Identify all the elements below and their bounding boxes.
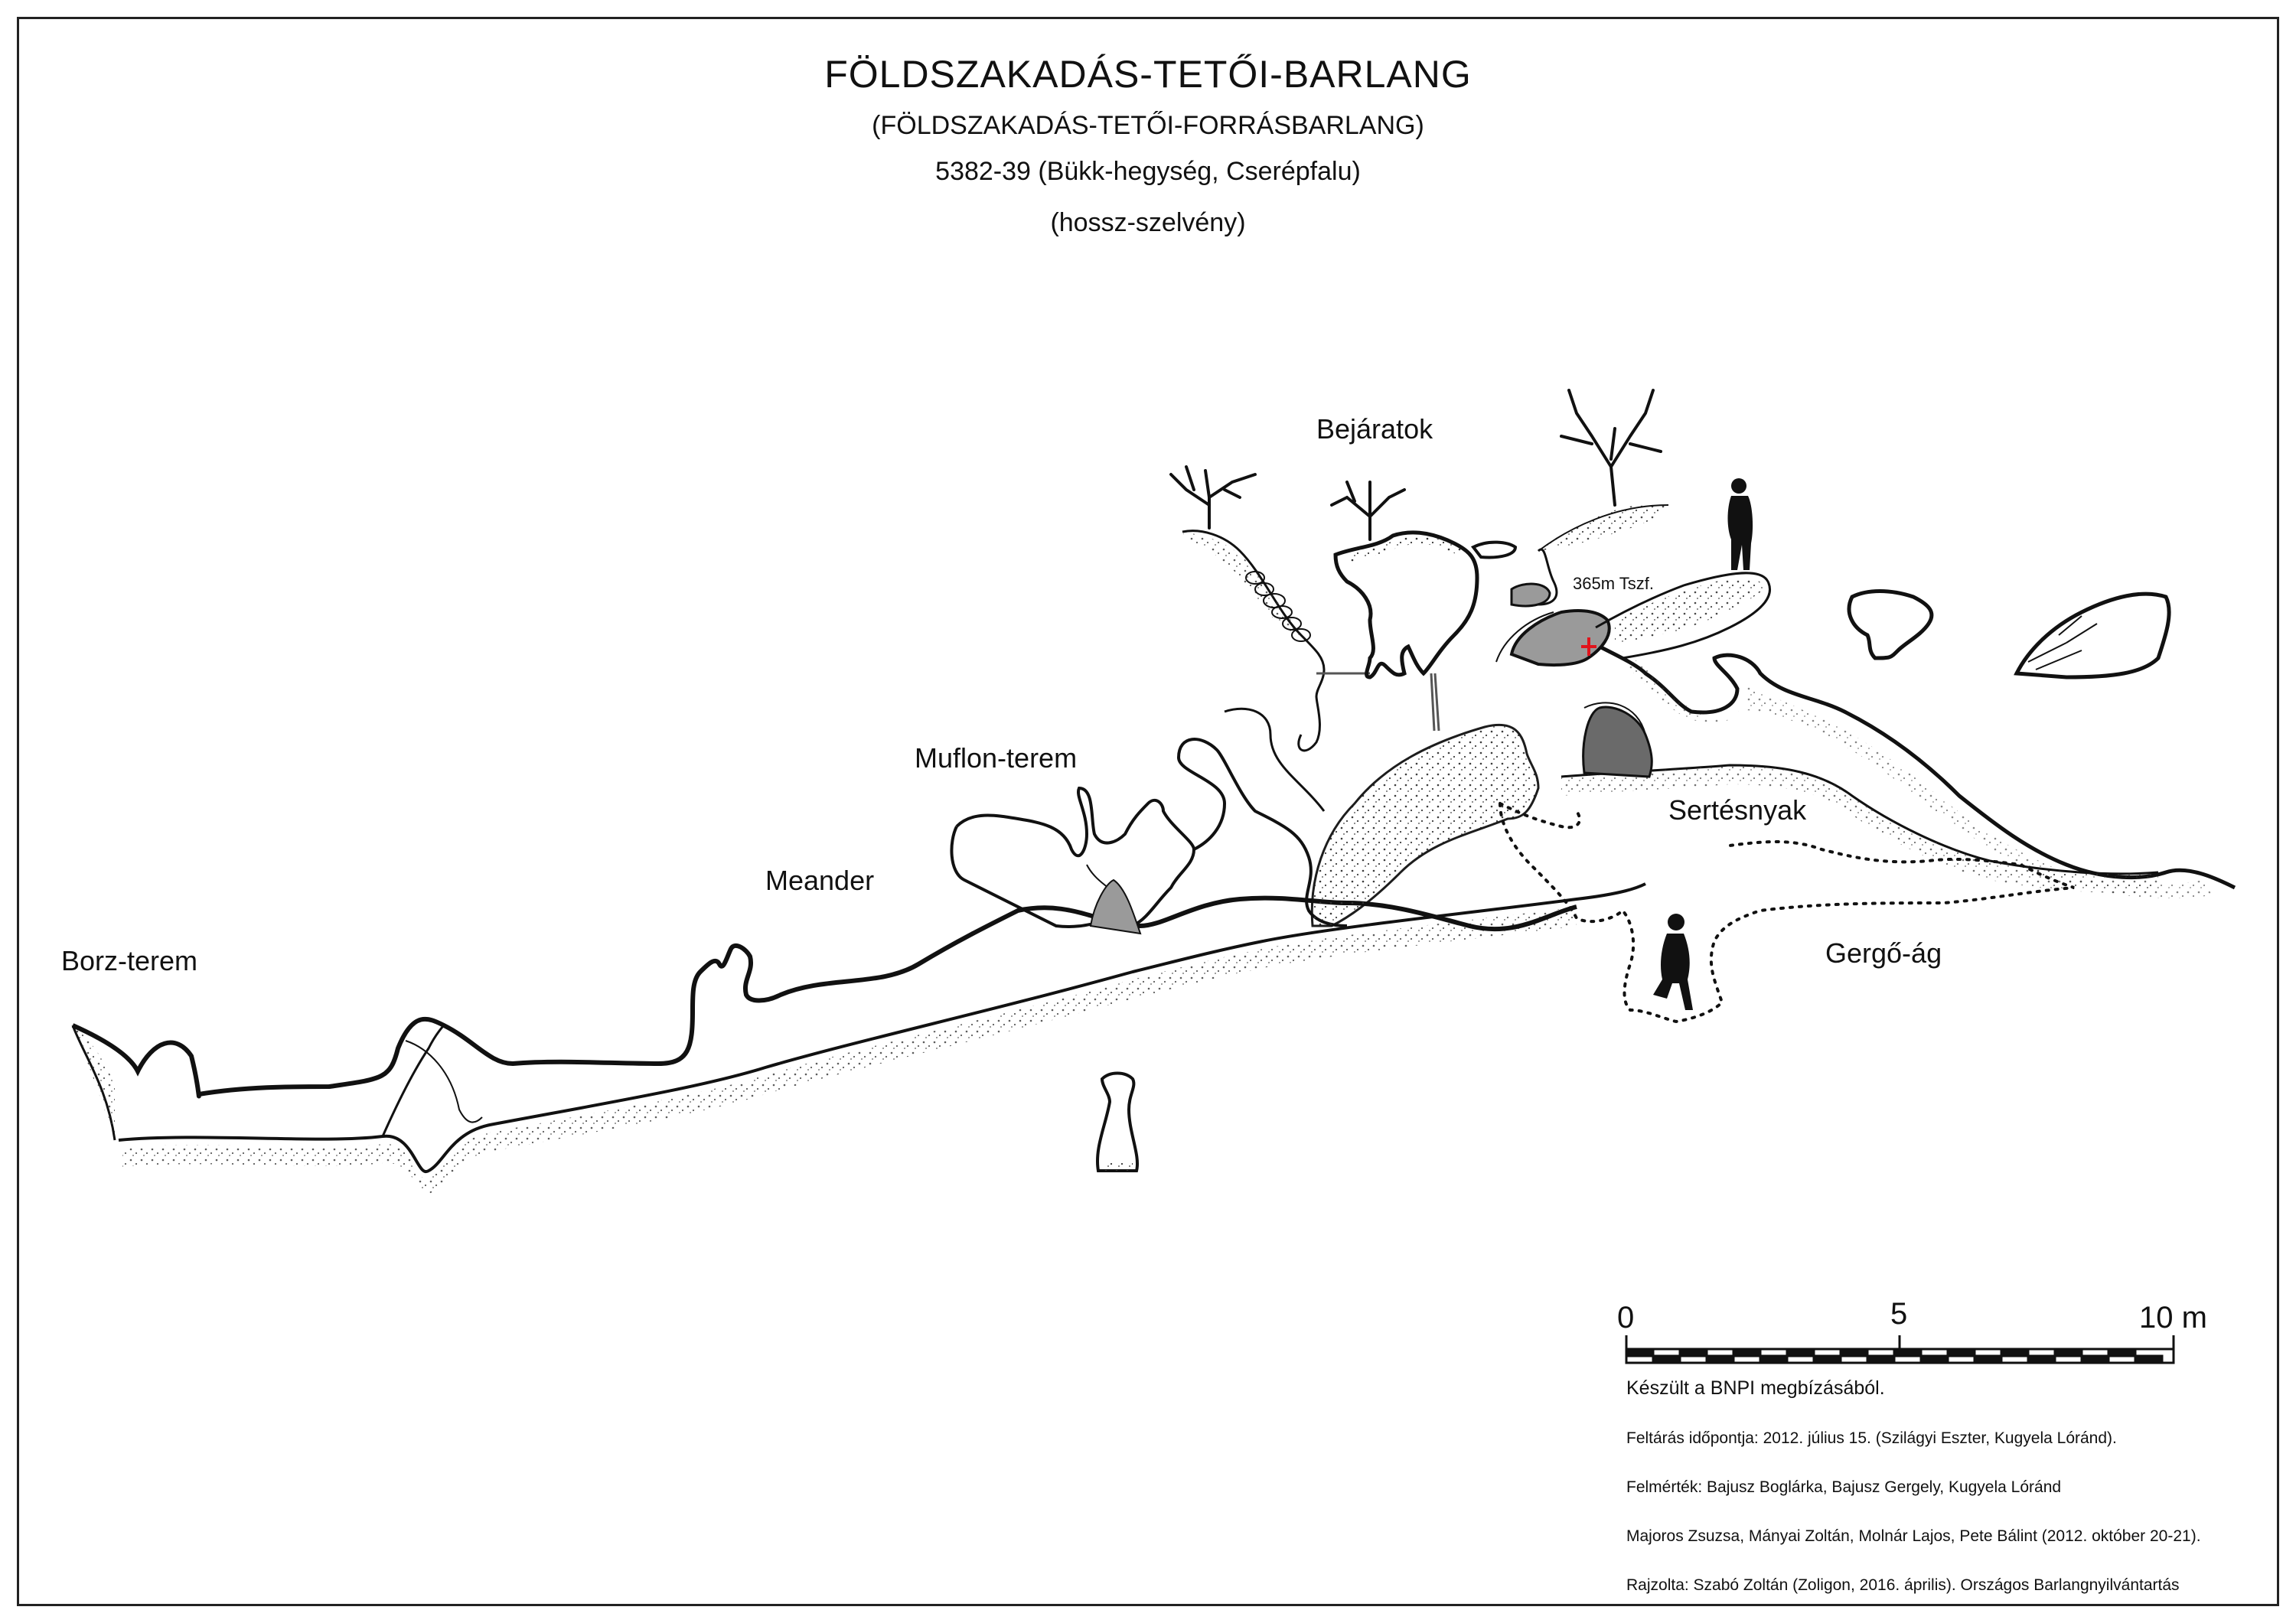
gergo-ag-dotted: [1499, 802, 2075, 1024]
credits-surveyors: Felmérték: Bajusz Boglárka, Bajusz Gerge…: [1626, 1478, 2062, 1496]
entrance-left-stipple: [1182, 532, 1301, 635]
label-sertesnyak: Sertésnyak: [1668, 794, 1807, 826]
tree-icon: [1169, 465, 1257, 530]
label-elevation: 365m Tszf.: [1573, 574, 1654, 593]
datum-cross-icon: [1581, 637, 1596, 656]
gergo-ledge-stipple: [1561, 765, 2158, 893]
credits-surveyors-cont: Majoros Zsuzsa, Mányai Zoltán, Molnár La…: [1626, 1527, 2201, 1545]
entrance-shaft-central: [1333, 530, 1479, 680]
pod-small-1: [1470, 540, 1518, 559]
map-title: FÖLDSZAKADÁS-TETŐI-BARLANG: [824, 53, 1472, 96]
label-gergo-ag: Gergő-ág: [1825, 937, 1942, 969]
rock-block-1: [1847, 589, 1934, 660]
label-borz-terem: Borz-terem: [61, 945, 198, 976]
map-frame: [17, 17, 2279, 1606]
map-alt-title: (FÖLDSZAKADÁS-TETŐI-FORRÁSBARLANG): [872, 111, 1424, 140]
gergo-ledge: [1561, 764, 2159, 875]
scale-tick-0: 0: [1617, 1301, 1635, 1335]
tree-icon: [1330, 481, 1406, 541]
label-bejaratok: Bejáratok: [1316, 413, 1433, 445]
entrance-shaft-left: [1182, 530, 1326, 752]
pod-small-2: [1510, 582, 1551, 608]
entrance-right: [1509, 609, 1611, 667]
map-section-type: (hossz-szelvény): [1050, 208, 1246, 237]
muflon-rock: [1089, 878, 1142, 935]
credits-discovery: Feltárás időpontja: 2012. július 15. (Sz…: [1626, 1429, 2117, 1447]
muflon-terem-outline: [950, 786, 1196, 928]
rubble-chain: [1245, 571, 1311, 642]
tree-icon: [1560, 389, 1662, 507]
isolated-chimney: [1096, 1071, 1139, 1172]
label-muflon-terem: Muflon-terem: [915, 742, 1078, 774]
cave-ceiling: [71, 895, 1577, 1099]
sertesnyak-rock: [1310, 723, 1540, 927]
person-climbing-icon: [1653, 914, 1693, 1010]
credits-commission: Készült a BNPI megbízásából.: [1626, 1377, 1885, 1399]
sertesnyak-opening: [1582, 706, 1653, 778]
entrance-passages: [1176, 707, 1348, 927]
scale-tick-5: 5: [1890, 1297, 1908, 1331]
cave-floor: [118, 882, 1646, 1174]
borz-terem-outline: [71, 1024, 483, 1141]
credits-drawn-by: Rajzolta: Szabó Zoltán (Zoligon, 2016. á…: [1626, 1576, 2180, 1594]
scale-tick-10: 10 m: [2139, 1301, 2207, 1335]
scale-bar: [1625, 1335, 2175, 1364]
rock-block-2: [2014, 592, 2171, 680]
surface-right-stipple: [1623, 650, 2212, 898]
map-location: 5382-39 (Bükk-hegység, Cserépfalu): [935, 157, 1361, 186]
person-standing-icon: [1727, 478, 1753, 570]
borz-left-stipple: [73, 1025, 115, 1140]
surface-hill: [1595, 572, 1771, 660]
floor-sediment: [122, 907, 1577, 1194]
label-meander: Meander: [765, 865, 875, 896]
tree-slope: [1538, 504, 1668, 551]
